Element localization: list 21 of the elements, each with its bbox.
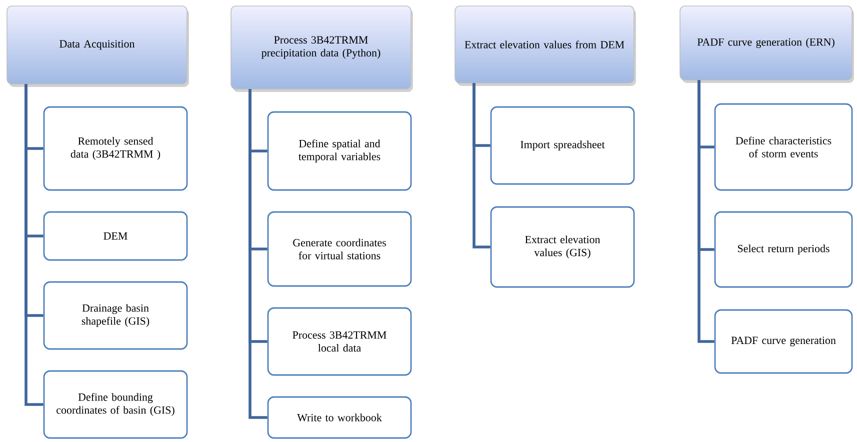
process-box: Remotely sensed data (3B42TRMM ) <box>43 106 188 191</box>
process-box: Select return periods <box>714 211 853 288</box>
process-box: PADF curve generation <box>714 309 853 374</box>
connector-line <box>698 80 714 343</box>
process-box: Extract elevation values (GIS) <box>490 206 635 288</box>
connector-line <box>248 89 268 419</box>
process-box: Define characteristics of storm events <box>714 103 853 191</box>
header-box: Data Acquisition <box>6 6 188 84</box>
process-box: Write to workbook <box>267 396 412 439</box>
process-box: Define bounding coordinates of basin (GIS) <box>43 370 188 439</box>
header-box: PADF curve generation (ERN) <box>680 6 852 80</box>
header-box: Process 3B42TRMM precipitation data (Python) <box>230 6 412 90</box>
header-box: Extract elevation values from DEM <box>454 6 634 84</box>
process-box: Generate coordinates for virtual stations <box>267 211 412 287</box>
process-box: Process 3B42TRMM local data <box>267 307 412 376</box>
connector-line <box>24 84 44 406</box>
process-box: Import spreadsheet <box>490 106 635 185</box>
process-box: Define spatial and temporal variables <box>267 111 412 191</box>
process-box: DEM <box>43 211 188 261</box>
connector-line <box>472 83 490 248</box>
process-box: Drainage basin shapefile (GIS) <box>43 281 188 350</box>
